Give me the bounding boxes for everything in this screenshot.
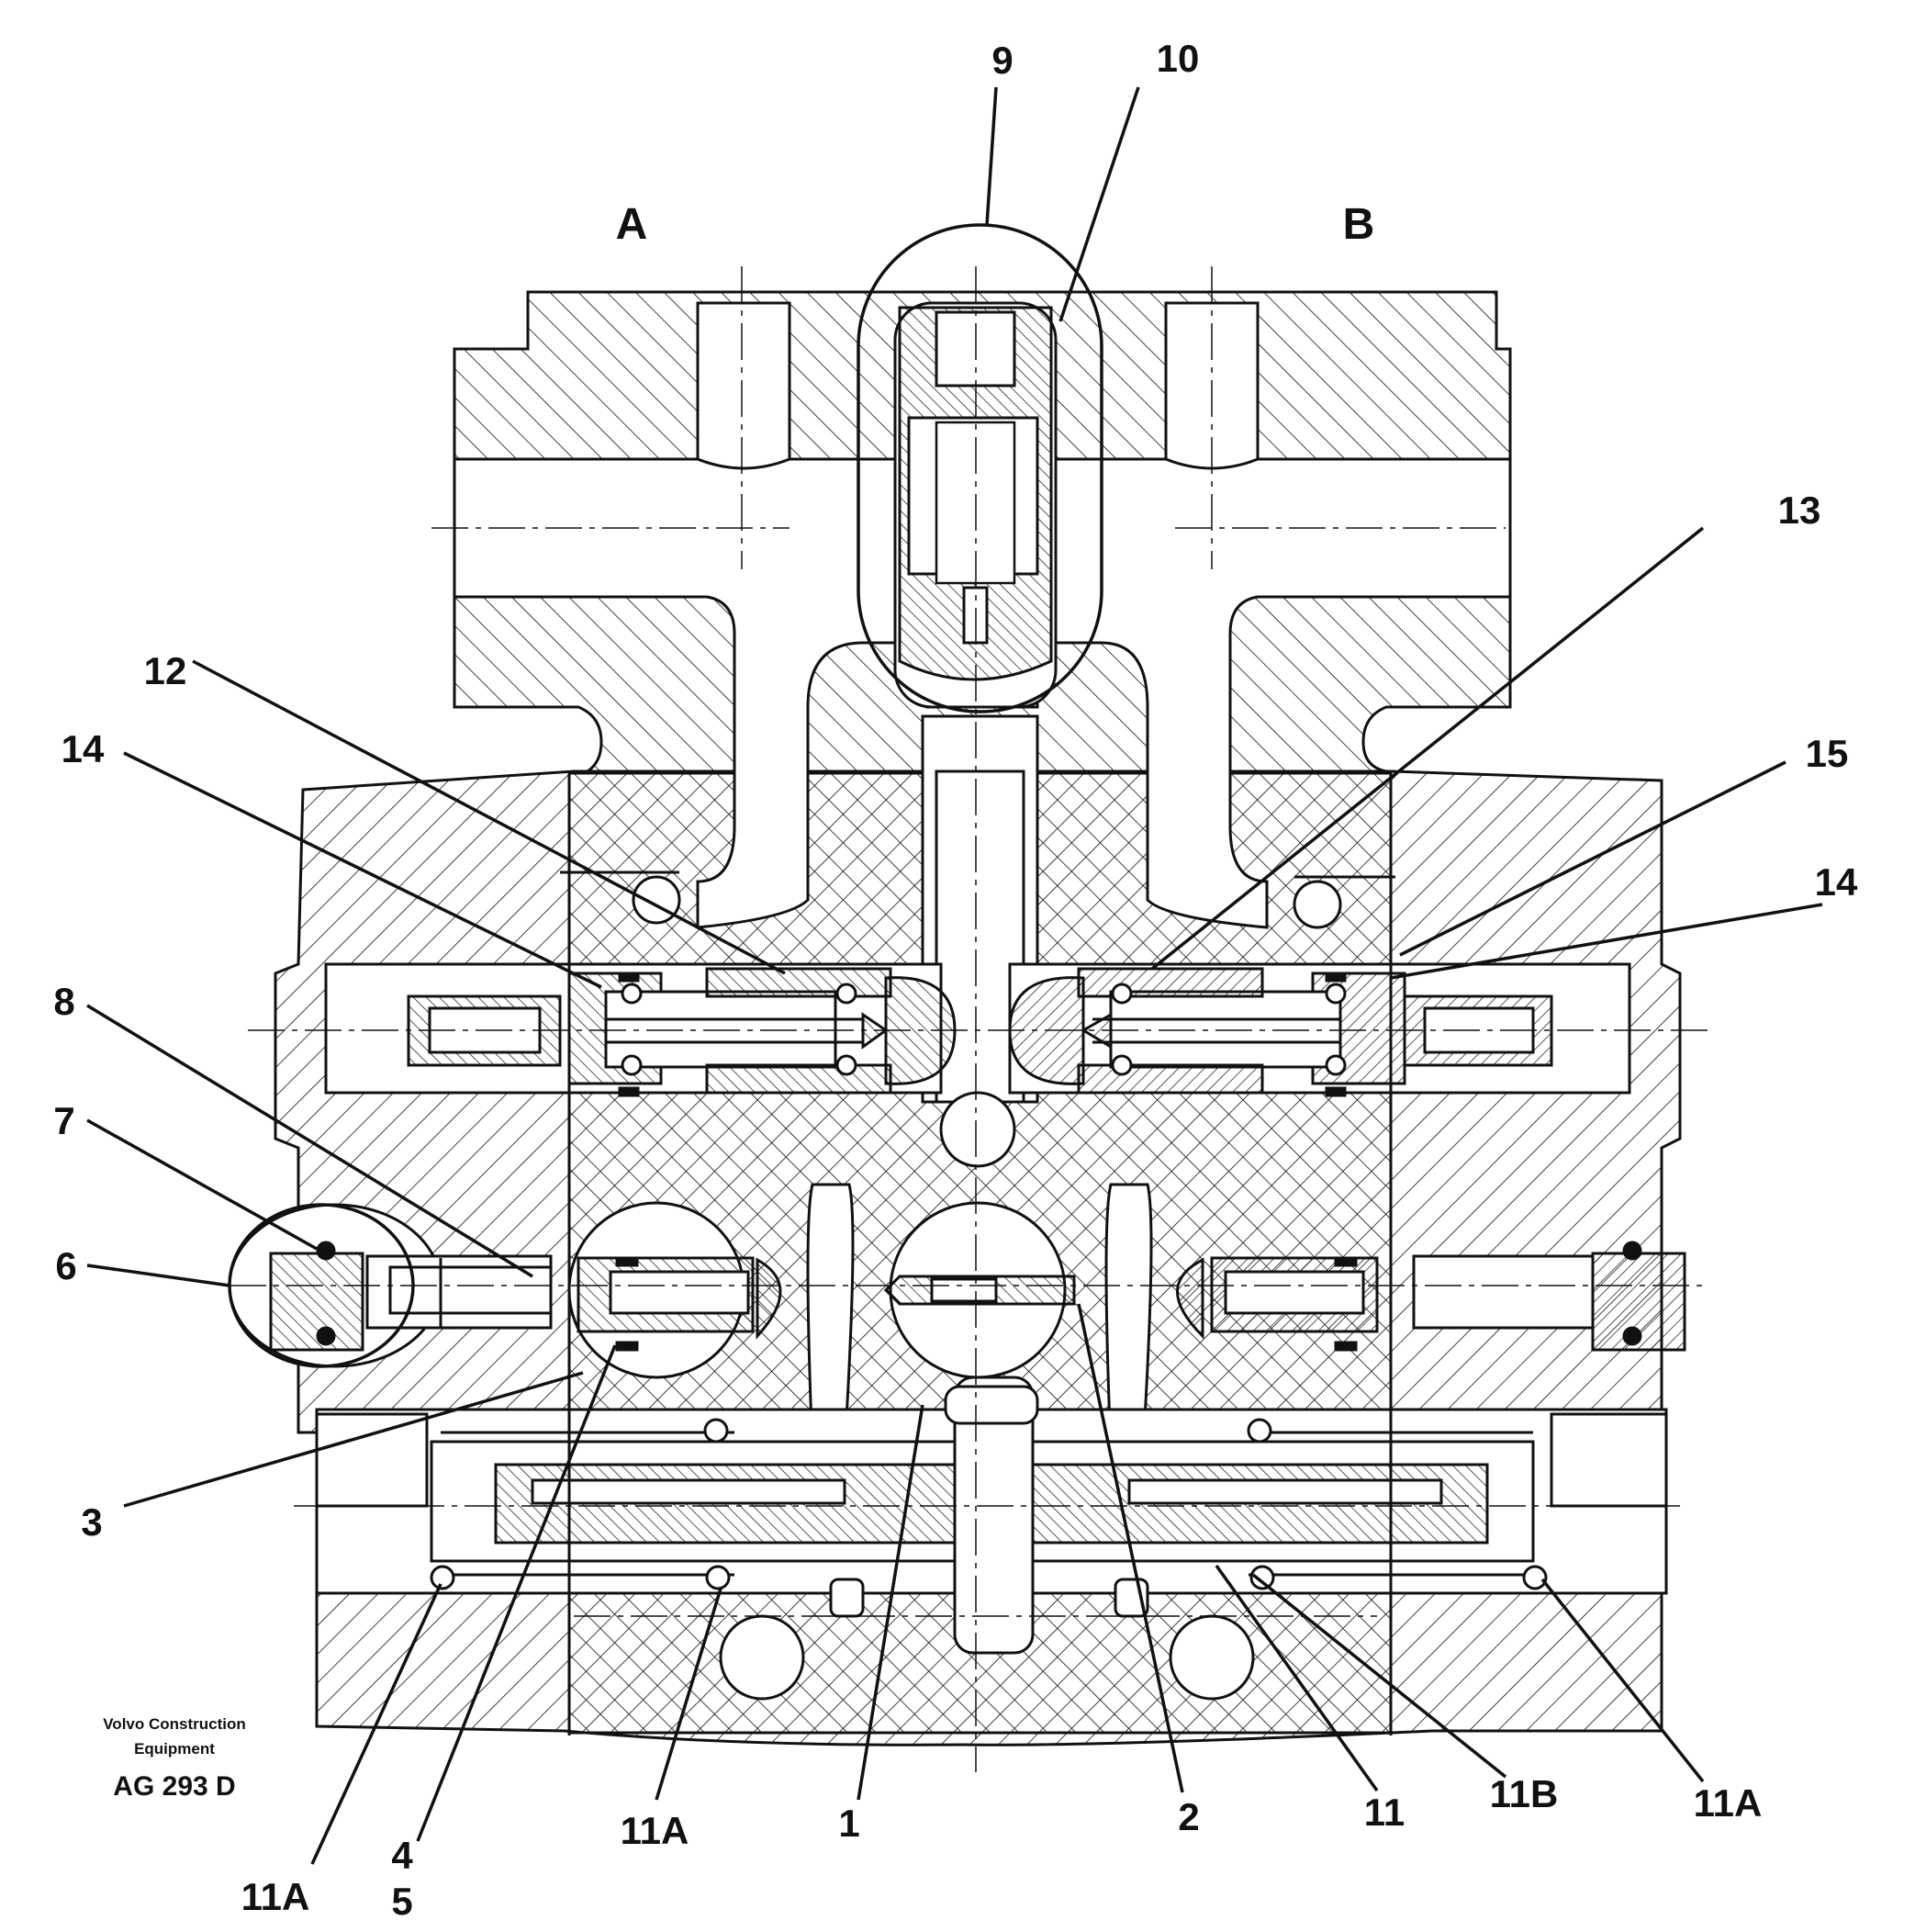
- callout-10: 10: [1157, 37, 1200, 80]
- central-valve: [806, 1091, 1153, 1453]
- port-label-b: B: [1343, 200, 1375, 249]
- centerlines: [230, 266, 1708, 1772]
- callout-11a-left: 11A: [241, 1875, 310, 1918]
- main-spool: [315, 1376, 1668, 1655]
- callout-4: 4: [391, 1834, 413, 1877]
- callout-12: 12: [144, 649, 187, 692]
- callout-9: 9: [991, 39, 1013, 82]
- right-check-valve: [1176, 1241, 1686, 1352]
- callout-11: 11: [1364, 1791, 1405, 1834]
- callout-7: 7: [53, 1099, 74, 1142]
- callout-11a-middle: 11A: [621, 1809, 689, 1852]
- credit-line-1: Volvo Construction: [103, 1715, 246, 1733]
- callout-5: 5: [391, 1880, 412, 1923]
- callout-1: 1: [838, 1802, 859, 1845]
- callout-14-right: 14: [1815, 860, 1858, 904]
- valve-body: [228, 290, 1686, 1747]
- credit-line-2: Equipment: [134, 1740, 215, 1758]
- callout-14-left: 14: [62, 727, 105, 770]
- callout-15: 15: [1806, 732, 1849, 775]
- callout-11b: 11B: [1490, 1772, 1559, 1815]
- leader-lines: [86, 86, 1823, 1865]
- callout-6: 6: [55, 1244, 76, 1287]
- callout-8: 8: [53, 980, 74, 1023]
- callout-3: 3: [81, 1500, 102, 1544]
- port-label-a: A: [616, 200, 648, 249]
- callout-13: 13: [1778, 489, 1821, 532]
- left-check-valve: [228, 1201, 782, 1379]
- left-upper-valve: [407, 967, 957, 1097]
- callout-11a-right: 11A: [1694, 1781, 1763, 1825]
- drawing-code: AG 293 D: [113, 1771, 235, 1802]
- callout-2: 2: [1178, 1795, 1199, 1838]
